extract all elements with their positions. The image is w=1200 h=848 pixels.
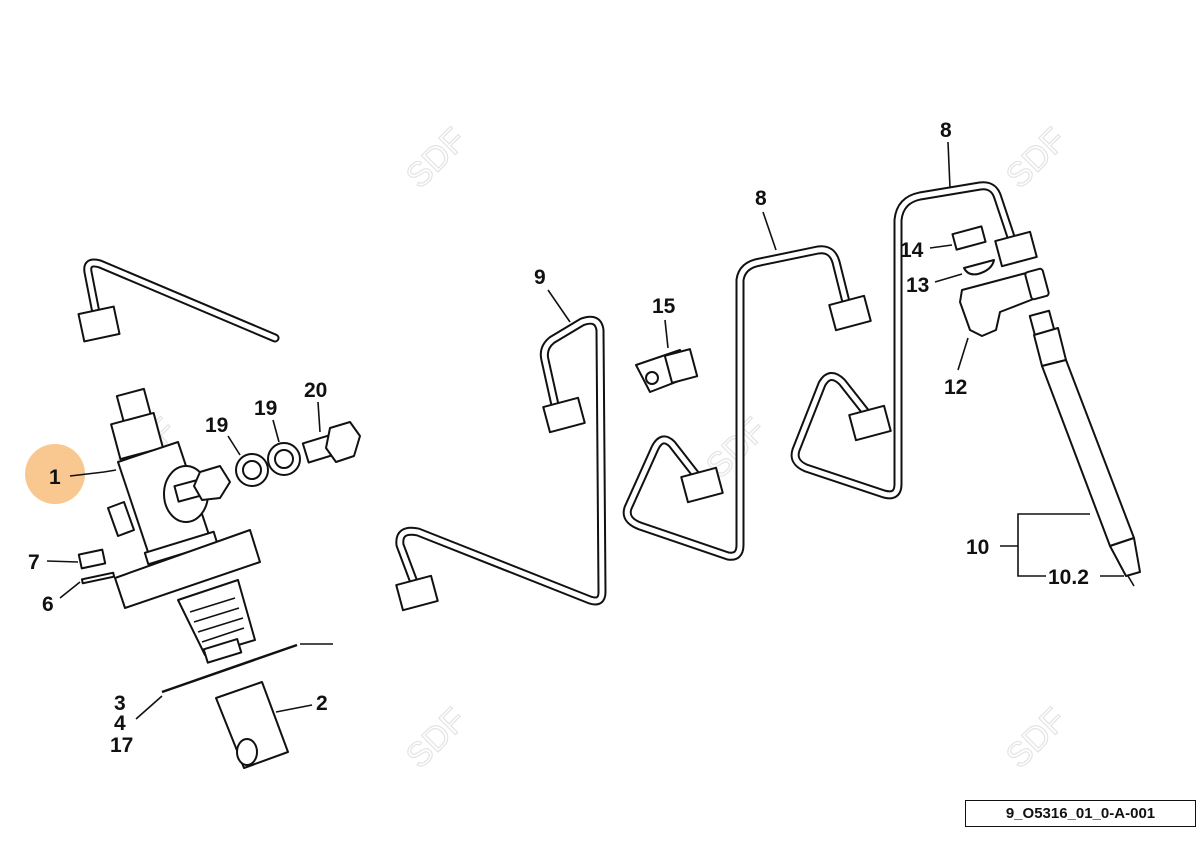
washers-19[interactable] [235, 442, 301, 487]
callout-10[interactable]: 10 [966, 536, 989, 559]
watermarks: SDF SDF SDF SDF SDF SDF [108, 120, 1074, 776]
callout-7[interactable]: 7 [28, 551, 40, 574]
bolt-20[interactable] [301, 421, 361, 464]
callout-1[interactable]: 1 [49, 466, 61, 489]
callout-20[interactable]: 20 [304, 379, 327, 402]
pipe-8-right[interactable] [790, 181, 1038, 500]
callout-15[interactable]: 15 [652, 295, 676, 318]
watermark: SDF [399, 121, 474, 196]
watermark: SDF [399, 701, 474, 776]
pipe-9[interactable] [395, 315, 607, 612]
part-6[interactable] [80, 571, 116, 585]
callout-labels: 1 7 6 3 4 17 2 19 19 20 9 15 8 8 14 13 1… [28, 119, 1089, 757]
pipe-8-middle[interactable] [622, 245, 872, 561]
tappet-2[interactable] [215, 681, 289, 769]
part-12-clamp[interactable] [959, 267, 1050, 337]
callout-19a[interactable]: 19 [205, 414, 228, 437]
highlight-marker[interactable] [25, 444, 85, 504]
callout-4[interactable]: 4 [114, 712, 126, 735]
watermark: SDF [999, 121, 1074, 196]
bracket-10 [1000, 513, 1124, 577]
part-14[interactable] [951, 225, 987, 251]
callout-3[interactable]: 3 [114, 692, 126, 715]
gasket-3-4-17[interactable] [161, 643, 298, 694]
pipe-top-left [77, 258, 280, 343]
callout-13[interactable]: 13 [906, 274, 929, 297]
callout-2[interactable]: 2 [316, 692, 328, 715]
callout-8b[interactable]: 8 [940, 119, 952, 142]
part-7[interactable] [77, 548, 107, 570]
part-13[interactable] [963, 259, 995, 276]
callout-14[interactable]: 14 [900, 239, 924, 262]
drawing-reference-code: 9_O5316_01_0-A-001 [965, 800, 1196, 827]
injector-10[interactable] [1028, 309, 1141, 587]
clamp-15[interactable] [635, 348, 699, 393]
callout-10-2[interactable]: 10.2 [1048, 566, 1089, 589]
callout-12[interactable]: 12 [944, 376, 967, 399]
callout-19b[interactable]: 19 [254, 397, 277, 420]
callout-8a[interactable]: 8 [755, 187, 767, 210]
injection-pump[interactable] [69, 387, 261, 664]
callout-6[interactable]: 6 [42, 593, 54, 616]
callout-9[interactable]: 9 [534, 266, 546, 289]
watermark: SDF [999, 701, 1074, 776]
callout-17[interactable]: 17 [110, 734, 133, 757]
